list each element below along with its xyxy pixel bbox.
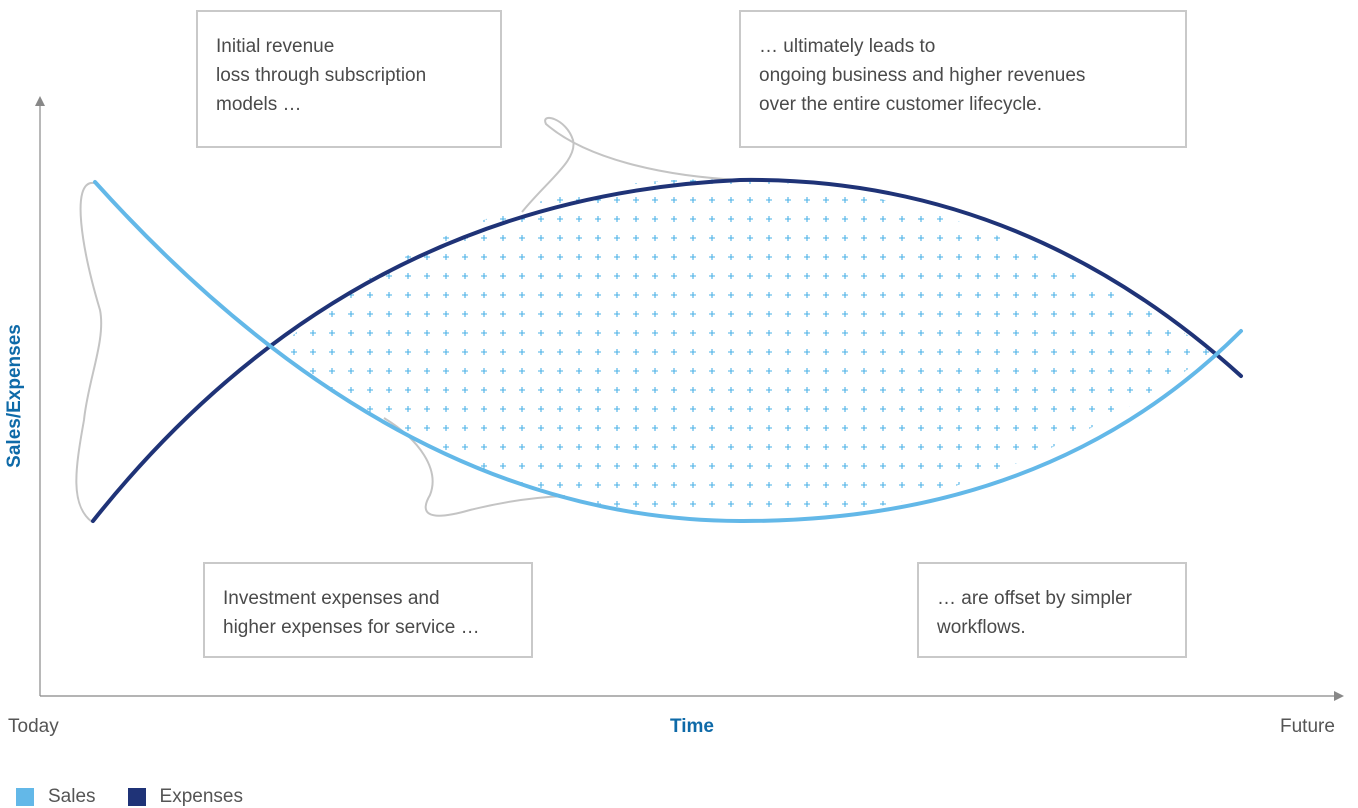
x-axis-title: Time: [670, 716, 715, 737]
x-tick-label-start: Today: [8, 716, 59, 737]
x-tick-label-end: Future: [1280, 716, 1335, 737]
legend-item-expenses: Expenses: [127, 786, 243, 808]
series-expenses-line: [91, 177, 1243, 523]
annotation-box-simpler-workflows: … are offset by simpler workflows.: [917, 562, 1187, 658]
legend-item-sales: Sales: [16, 786, 96, 808]
legend-label-sales: Sales: [48, 786, 96, 807]
annotation-box-higher-revenues: … ultimately leads to ongoing business a…: [739, 10, 1187, 148]
fish-tail-outline: [75, 181, 103, 523]
y-axis-title: Sales/Expenses: [4, 324, 25, 468]
series-sales-line: [93, 180, 1243, 524]
legend: Sales Expenses: [16, 786, 275, 808]
fish-top-fin-outline: [521, 116, 741, 213]
x-axis-arrow: [1334, 691, 1344, 701]
legend-swatch-expenses: [127, 788, 146, 806]
legend-label-expenses: Expenses: [159, 786, 243, 807]
annotation-box-investment-expenses: Investment expenses and higher expenses …: [203, 562, 533, 658]
fish-bottom-fin-outline: [383, 417, 566, 517]
y-axis-arrow: [35, 96, 45, 106]
annotation-box-initial-loss: Initial revenue loss through subscriptio…: [196, 10, 502, 148]
legend-swatch-sales: [16, 788, 34, 806]
profit-area: [276, 179, 1213, 521]
